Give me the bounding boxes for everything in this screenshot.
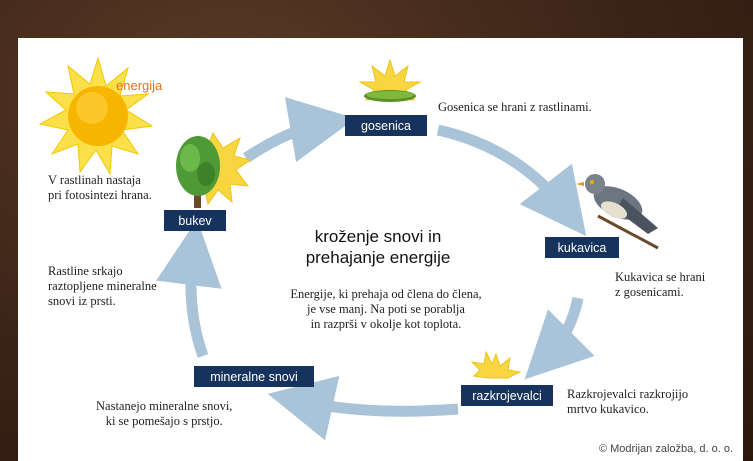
arrow-kukavica-to-razkrojevalci bbox=[524, 296, 595, 380]
photosynthesis-description: V rastlinah nastaja pri fotosintezi hran… bbox=[48, 173, 152, 202]
decomposer-burst-icon bbox=[470, 350, 522, 379]
node-bukev-description: Rastline srkajo raztopljene mineralne sn… bbox=[48, 264, 157, 308]
copyright-notice: © Modrijan založba, d. o. o. bbox=[598, 443, 733, 455]
tree-icon bbox=[176, 131, 252, 208]
node-gosenica-description: Gosenica se hrani z rastlinami. bbox=[438, 100, 592, 114]
node-mineralne-snovi-description: Nastanejo mineralne snovi, ki se pomešaj… bbox=[96, 399, 233, 428]
arrow-bukev-to-gosenica bbox=[242, 97, 356, 163]
arrow-razkrojevalci-to-mineralne bbox=[267, 375, 459, 441]
caterpillar-icon bbox=[358, 58, 422, 102]
node-gosenica-label: gosenica bbox=[345, 115, 427, 136]
node-kukavica-description: Kukavica se hrani z gosenicami. bbox=[615, 270, 706, 299]
sun-icon bbox=[38, 56, 154, 176]
cycle-graphics bbox=[38, 56, 659, 441]
sun-energy-label: energija bbox=[116, 78, 163, 93]
cuckoo-bird-icon bbox=[576, 174, 659, 250]
node-bukev-label: bukev bbox=[164, 210, 226, 231]
diagram-title: kroženje snovi in prehajanje energije bbox=[305, 227, 451, 267]
node-razkrojevalci-description: Razkrojevalci razkrojijo mrtvo kukavico. bbox=[567, 387, 689, 416]
arrow-gosenica-to-kukavica bbox=[436, 124, 587, 237]
diagram-panel: energija kroženje snovi in prehajanje en… bbox=[18, 38, 743, 461]
node-razkrojevalci-label: razkrojevalci bbox=[461, 385, 553, 406]
node-kukavica-label: kukavica bbox=[545, 237, 619, 258]
center-description: Energije, ki prehaja od člena do člena, … bbox=[290, 287, 482, 331]
arrow-mineralne-to-bukev bbox=[156, 219, 222, 358]
node-mineralne-snovi-label: mineralne snovi bbox=[194, 366, 314, 387]
